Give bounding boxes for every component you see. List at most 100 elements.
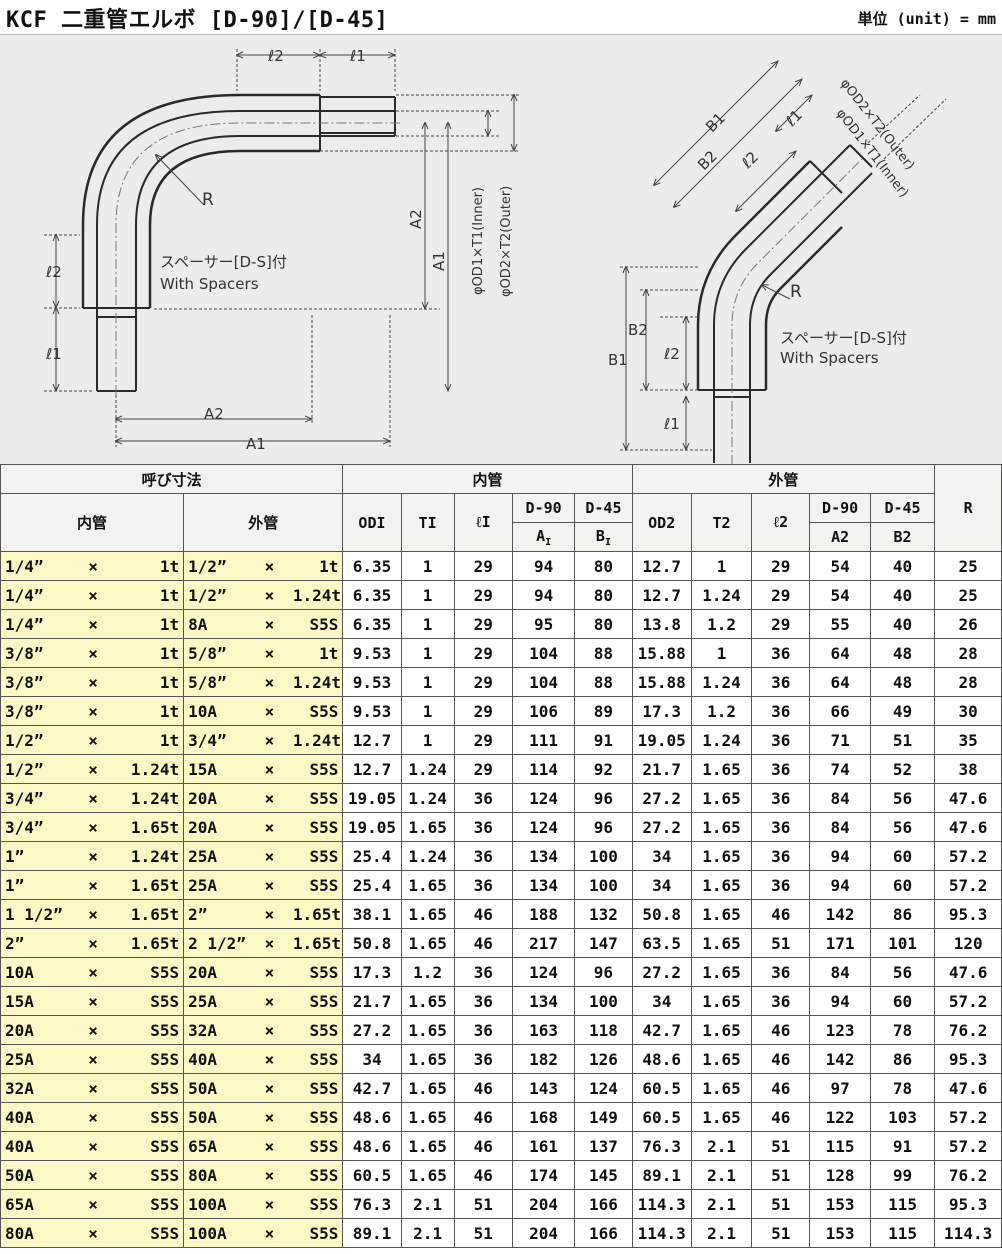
cell-b2: 101 — [869, 928, 936, 958]
cell-outer-size: 3/4” — [183, 725, 247, 755]
cell-inner-size: 15A — [0, 986, 68, 1016]
cell-t2: 1.24 — [690, 725, 753, 755]
cell-b2: 115 — [869, 1218, 936, 1248]
cell-l1: 36 — [453, 1044, 513, 1074]
cell-outer-size: 20A — [183, 812, 247, 842]
cell-l1: 36 — [453, 1015, 513, 1045]
cell-inner-x: × — [67, 1073, 120, 1103]
cell-l1: 36 — [453, 957, 513, 987]
cell-outer-x: × — [246, 1189, 293, 1219]
cell-t1: 1.65 — [400, 812, 455, 842]
sub-outer-header: 外管 — [183, 493, 344, 552]
cell-od2: 34 — [631, 870, 692, 900]
cell-t1: 2.1 — [400, 1218, 455, 1248]
cell-outer-size: 8A — [183, 609, 247, 639]
cell-b1: 166 — [574, 1218, 633, 1248]
cell-r: 28 — [934, 638, 1002, 668]
unit-label: 単位 (unit) = mm — [857, 10, 996, 28]
cell-t2: 1.65 — [690, 957, 753, 987]
cell-t2: 1.65 — [690, 986, 753, 1016]
d90-spacer-jp: スペーサー[D-S]付 — [160, 253, 287, 271]
cell-a1: 106 — [511, 696, 576, 726]
cell-l2: 36 — [751, 696, 811, 726]
cell-a1: 94 — [511, 580, 576, 610]
cell-outer-thickness: S5S — [292, 812, 344, 842]
cell-b2: 78 — [869, 1015, 936, 1045]
cell-t2: 1 — [690, 551, 753, 581]
cell-inner-x: × — [67, 580, 120, 610]
cell-b2: 48 — [869, 638, 936, 668]
cell-r: 57.2 — [934, 1131, 1002, 1161]
cell-inner-size: 3/8” — [0, 638, 68, 668]
cell-od1: 19.05 — [342, 783, 402, 813]
cell-inner-x: × — [67, 899, 120, 929]
cell-outer-size: 50A — [183, 1073, 247, 1103]
cell-od1: 60.5 — [342, 1160, 402, 1190]
cell-outer-size: 32A — [183, 1015, 247, 1045]
cell-t2: 1.65 — [690, 783, 753, 813]
cell-od1: 27.2 — [342, 1015, 402, 1045]
cell-outer-thickness: S5S — [292, 1131, 344, 1161]
cell-inner-x: × — [67, 638, 120, 668]
cell-inner-size: 1 1/2” — [0, 899, 68, 929]
d45-l1-diag: ℓ1 — [781, 106, 806, 131]
cell-outer-x: × — [246, 1044, 293, 1074]
cell-od1: 19.05 — [342, 812, 402, 842]
cell-outer-size: 25A — [183, 986, 247, 1016]
cell-a1: 124 — [511, 812, 576, 842]
cell-l1: 29 — [453, 754, 513, 784]
cell-a2: 55 — [809, 609, 871, 639]
cell-a2: 128 — [809, 1160, 871, 1190]
cell-a2: 142 — [809, 1044, 871, 1074]
cell-inner-size: 1” — [0, 841, 68, 871]
cell-od1: 76.3 — [342, 1189, 402, 1219]
cell-t1: 1.65 — [400, 1073, 455, 1103]
cell-od2: 19.05 — [631, 725, 692, 755]
cell-t2: 2.1 — [690, 1218, 753, 1248]
cell-b2: 48 — [869, 667, 936, 697]
cell-t1: 1.24 — [400, 783, 455, 813]
cell-outer-size: 20A — [183, 957, 247, 987]
cell-inner-thickness: 1t — [119, 638, 185, 668]
cell-r: 57.2 — [934, 841, 1002, 871]
cell-inner-x: × — [67, 1015, 120, 1045]
cell-l2: 51 — [751, 1189, 811, 1219]
cell-outer-thickness: S5S — [292, 1073, 344, 1103]
cell-a1: 182 — [511, 1044, 576, 1074]
cell-inner-size: 1” — [0, 870, 68, 900]
cell-inner-x: × — [67, 812, 120, 842]
cell-outer-x: × — [246, 609, 293, 639]
d90-labels: ℓ2 ℓ1 ℓ2 ℓ1 A2 A1 R スペーサー[D-S]付 With Spa… — [45, 47, 514, 453]
cell-b2: 103 — [869, 1102, 936, 1132]
d45-spacer-en: With Spacers — [780, 349, 879, 367]
cell-l1: 36 — [453, 870, 513, 900]
cell-l2: 36 — [751, 812, 811, 842]
cell-od2: 34 — [631, 841, 692, 871]
cell-l1: 46 — [453, 1131, 513, 1161]
cell-outer-thickness: 1.65t — [292, 899, 344, 929]
cell-outer-x: × — [246, 899, 293, 929]
cell-r: 26 — [934, 609, 1002, 639]
cell-a2: 94 — [809, 870, 871, 900]
cell-inner-thickness: S5S — [119, 1131, 185, 1161]
group-inner-header: 内管 — [342, 464, 633, 494]
cell-a2: 64 — [809, 638, 871, 668]
cell-od2: 15.88 — [631, 638, 692, 668]
cell-inner-thickness: 1.65t — [119, 812, 185, 842]
cell-outer-thickness: S5S — [292, 1189, 344, 1219]
cell-a2: 84 — [809, 957, 871, 987]
cell-l2: 51 — [751, 1218, 811, 1248]
cell-outer-x: × — [246, 928, 293, 958]
cell-outer-thickness: S5S — [292, 1102, 344, 1132]
col-od1-header: ODI — [342, 493, 402, 552]
cell-r: 28 — [934, 667, 1002, 697]
spec-table: 呼び寸法 内管 外管 R 内管 外管 ODI TI ℓI D-90 D-45 O… — [0, 464, 1002, 1248]
cell-b1: 124 — [574, 1073, 633, 1103]
cell-a1: 104 — [511, 638, 576, 668]
d90-l2-side-label: ℓ2 — [45, 263, 62, 281]
cell-inner-thickness: 1.24t — [119, 754, 185, 784]
